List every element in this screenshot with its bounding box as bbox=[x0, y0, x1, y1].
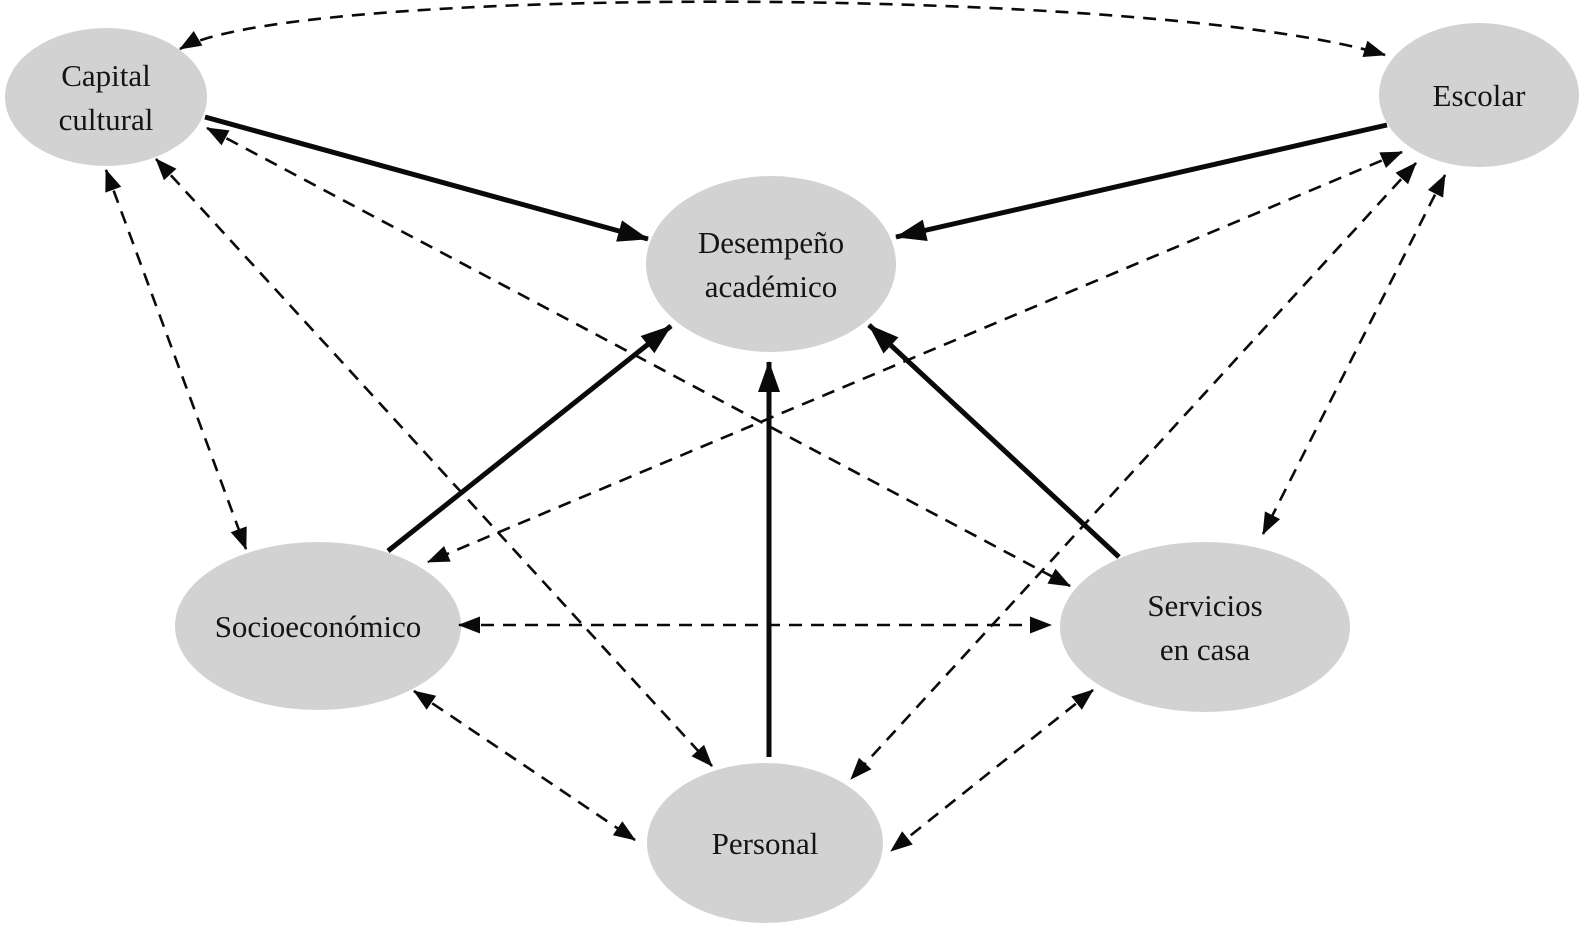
node-servicios-en-casa bbox=[1060, 542, 1350, 712]
node-capital-cultural bbox=[5, 28, 207, 166]
node-label-escolar: Escolar bbox=[1433, 78, 1527, 113]
edge-capital-cultural-to-desempeno bbox=[204, 114, 649, 242]
edge-socioeconomico-personal bbox=[413, 689, 636, 842]
node-desempeno-academico bbox=[646, 176, 896, 352]
edge-escolar-to-desempeno bbox=[895, 122, 1388, 242]
node-label-socioeconomico: Socioeconómico bbox=[215, 609, 422, 644]
edges-layer bbox=[104, 0, 1447, 853]
edge-socioeconomico-to-desempeno bbox=[386, 324, 673, 553]
edge-capital-cultural-socioeconomico bbox=[104, 169, 248, 550]
edge-capital-cultural-escolar bbox=[179, 0, 1386, 57]
node-escolar bbox=[1379, 23, 1579, 167]
edge-escolar-socioeconomico bbox=[427, 150, 1403, 564]
node-label-personal: Personal bbox=[712, 826, 819, 861]
nodes-layer bbox=[5, 23, 1579, 923]
edge-escolar-servicios bbox=[1261, 174, 1447, 535]
edge-servicios-personal bbox=[890, 688, 1094, 853]
node-personal bbox=[647, 763, 883, 923]
